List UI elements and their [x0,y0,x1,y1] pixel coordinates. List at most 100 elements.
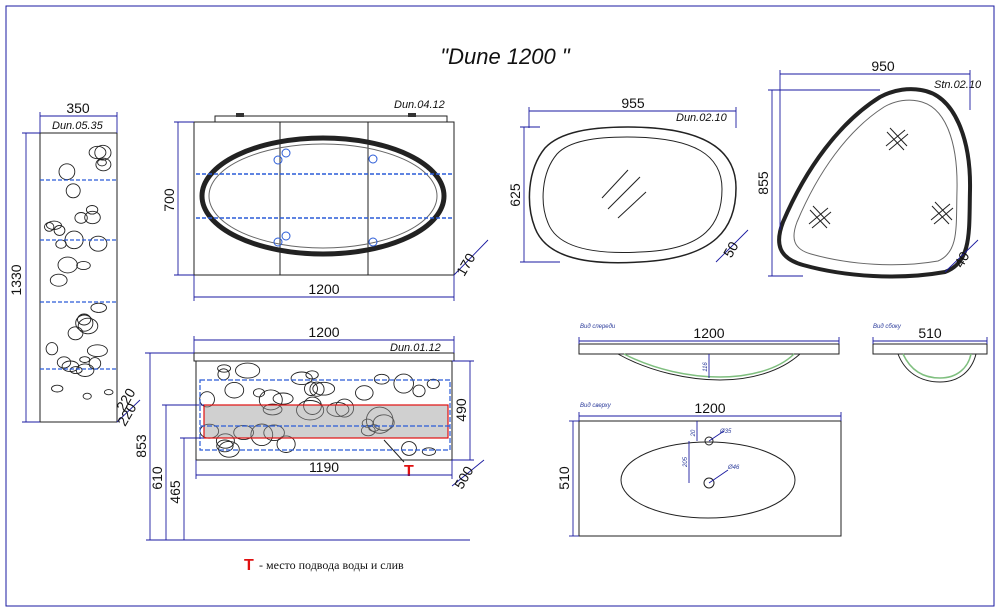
drain-dia: Ø46 [727,465,740,471]
basin-side-view: Вид сбоку 510 [872,324,988,383]
basin-front-depth: 116 [703,362,709,372]
base-cabinet-body [195,360,453,461]
base-cabinet-code: Dun.01.12 [390,342,441,354]
base-cabinet-total-height: 853 [133,434,149,458]
pebble-shape [361,418,374,428]
pebble-shape [85,205,99,215]
pebble-shape [290,371,313,386]
pebble-shape [258,389,283,411]
pencil-case-body [39,132,118,423]
base-cabinet-height-465: 465 [167,480,183,504]
pebble-shape [401,441,417,456]
triangle-mirror-frame [777,87,973,279]
mirror-cabinet-height: 700 [161,188,177,212]
basin-top-label: Вид сверху [580,403,612,409]
pebble-shape [84,210,101,225]
basin-front-label: Вид спереди [580,324,616,330]
oval-mirror-depth: 50 [720,239,742,261]
pebble-shape [79,356,91,363]
plumbing-marker: T [404,463,414,480]
pebble-shape [235,362,261,379]
pencil-height: 1330 [8,264,24,295]
drawer-outline [199,379,451,451]
oval-mirror-view: Dun.02.10 955 625 50 [507,95,749,264]
legend: T - место подвода воды и слив [244,557,404,574]
dimension-line [451,459,485,487]
pebble-shape [76,260,91,271]
cabinet-hanger [408,113,416,117]
cabinet-hanger [236,113,244,117]
basin-bowl-outline [617,353,801,381]
triangle-mirror-view: Stn.02.10 950 855 40 [755,58,982,279]
basin-top-slab [578,420,842,537]
pebble-shape [296,400,325,421]
base-cabinet-depth: 500 [451,463,477,491]
oval-mirror-width: 955 [621,95,645,111]
pebble-shape [88,357,102,370]
pebble-shape [65,183,81,199]
basin-front-width: 1200 [693,325,724,341]
pebble-shape [218,440,240,458]
pebble-shape [365,406,394,434]
pebble-shape [368,424,380,432]
base-cabinet-view: Dun.01.12 T 1200 1190 490 500 220 853 61… [113,324,485,541]
legend-marker: T [244,557,254,574]
pebble-shape [45,342,59,356]
pebble-shape [94,144,112,161]
pebble-shape [355,385,374,401]
basin-top-width: 1200 [694,400,725,416]
handle-icon [281,231,291,241]
pebble-shape [263,424,285,442]
pebble-shape [56,356,72,369]
dim-20: 20 [691,429,697,437]
pebble-shape [86,344,108,358]
pebble-shape [217,364,232,373]
handle-icon [368,154,378,164]
pebble-shape [262,403,283,416]
base-cabinet-inner-width: 1190 [309,459,339,475]
pebble-shape [393,373,414,394]
pebble-shape [89,235,108,252]
pebble-shape [373,373,390,385]
pebble-shape [75,314,94,332]
pebble-shape [95,157,112,172]
pebble-shape [326,402,350,417]
basin-front-view: Вид спереди 116 1200 [578,324,840,381]
basin-bowl-inner [623,353,795,378]
dimension-line [116,399,141,423]
mirror-cabinet-width: 1200 [308,281,339,297]
pebble-shape [224,381,245,399]
pebble-shape [215,433,235,449]
plumbing-zone [203,404,449,439]
pebble-shape [103,389,114,396]
oval-mirror-height: 625 [507,183,523,207]
mirror-cabinet-depth: 170 [453,250,479,278]
pebble-shape [51,384,64,393]
legend-text: - место подвода воды и слив [259,558,404,572]
sheet-frame [5,5,995,607]
drawing-title: "Dune 1200 " [440,44,571,69]
pebble-shape [49,273,68,287]
oval-mirror-code: Dun.02.10 [676,112,728,124]
pebble-shape [252,388,266,398]
pebble-shape [69,366,83,375]
triangle-mirror-code: Stn.02.10 [934,79,982,91]
mirror-cabinet-view: Dun.04.12 700 1200 170 [161,99,489,301]
fastener-icon [808,205,832,229]
pebble-shape [334,398,355,418]
pebble-shape [97,158,107,167]
basin-top-bowl [620,441,796,519]
basin-top-view: Вид сверху Ø35 Ø46 20 205 1200 510 [556,400,842,537]
dim-205: 205 [683,456,689,468]
dimension-line [944,239,979,273]
dimension-line [715,229,749,263]
oval-mirror-inner [542,136,723,253]
drain-icon [703,477,715,489]
faucet-hole-icon [704,436,714,446]
dimension-line [453,239,489,276]
pebble-shape [217,368,230,381]
pebble-shape [426,378,440,390]
pebble-shape [250,423,274,447]
triangle-mirror-depth: 40 [951,249,973,271]
pebble-shape [309,381,325,397]
